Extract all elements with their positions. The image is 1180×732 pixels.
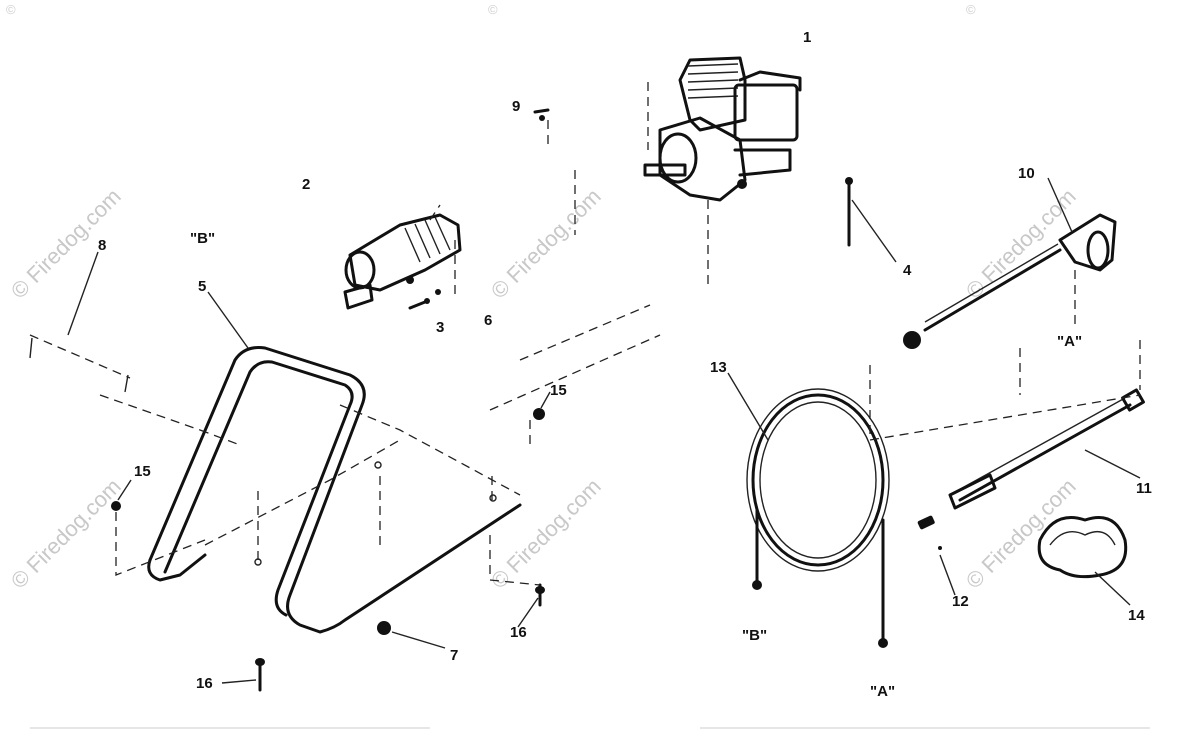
watermark-corner-mid: © xyxy=(488,2,498,17)
callout-14: 14 xyxy=(1128,607,1145,624)
callout-1: 1 xyxy=(803,29,811,46)
nozzle-part xyxy=(917,515,942,550)
wand-part xyxy=(948,388,1145,510)
watermark-layer: © © © © Firedog.com © Firedog.com © Fire… xyxy=(6,2,1081,594)
callout-9: 9 xyxy=(512,98,520,115)
ref-b-hose: "B" xyxy=(742,627,767,644)
callout-7: 7 xyxy=(450,647,458,664)
callout-11: 11 xyxy=(1136,480,1152,497)
hose-clip-part xyxy=(1037,516,1128,579)
frame-part xyxy=(147,346,522,634)
bolt-part-4 xyxy=(845,177,853,247)
nut-part-7 xyxy=(377,621,391,635)
callout-15-left: 15 xyxy=(134,463,151,480)
watermark-mid: © Firedog.com xyxy=(486,474,606,594)
watermark-main: © Firedog.com xyxy=(486,184,606,304)
callout-10: 10 xyxy=(1018,165,1035,182)
leader-lines xyxy=(67,177,1141,684)
callout-16-left: 16 xyxy=(196,675,213,692)
nut-part-15a xyxy=(111,501,121,511)
ref-a-gun: "A" xyxy=(1057,333,1082,350)
hose-part xyxy=(746,388,890,648)
alignment-lines xyxy=(115,170,1141,586)
watermark-corner-right: © xyxy=(966,2,976,17)
callouts: 1 2 3 4 5 6 7 8 9 10 11 12 13 14 15 15 1… xyxy=(98,29,1152,692)
watermark-corner-left: © xyxy=(6,2,16,17)
callout-5: 5 xyxy=(198,278,206,295)
callout-15-right: 15 xyxy=(550,382,567,399)
fasteners xyxy=(111,408,545,692)
bolt-part-3 xyxy=(408,289,441,310)
engine-part xyxy=(643,56,802,290)
key-part-9 xyxy=(533,108,550,150)
nut-part-15b xyxy=(533,408,545,420)
watermark-left-2: © Firedog.com xyxy=(6,474,126,594)
ref-a-hose: "A" xyxy=(870,683,895,700)
reference-labels: "B" "B" "A" "A" xyxy=(190,230,1082,700)
pump-part xyxy=(343,204,462,310)
callout-2: 2 xyxy=(302,176,310,193)
callout-12: 12 xyxy=(952,593,969,610)
callout-8: 8 xyxy=(98,237,106,254)
callout-13: 13 xyxy=(710,359,727,376)
spray-gun-part xyxy=(903,213,1117,349)
callout-4: 4 xyxy=(903,262,912,279)
watermark-left: © Firedog.com xyxy=(6,184,126,304)
ref-b-top: "B" xyxy=(190,230,215,247)
callout-3: 3 xyxy=(436,319,444,336)
handle-part xyxy=(29,334,241,446)
callout-16-right: 16 xyxy=(510,624,527,641)
callout-6: 6 xyxy=(484,312,492,329)
